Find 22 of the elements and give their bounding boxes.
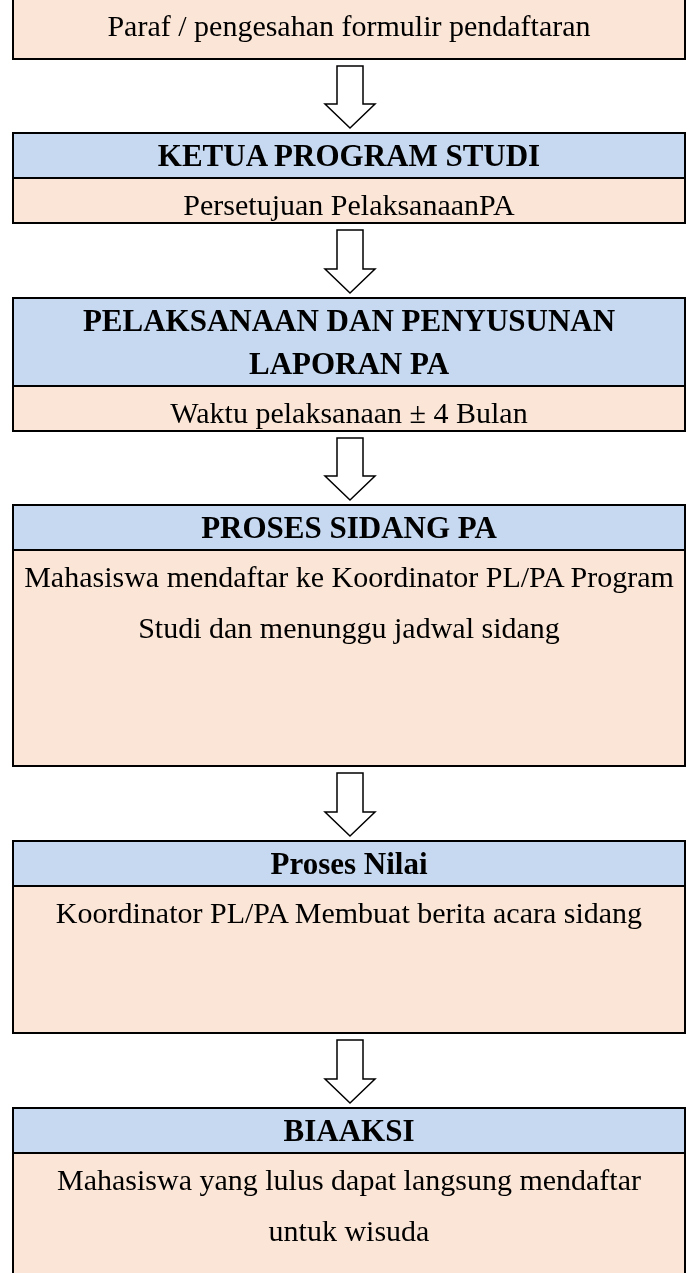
- hollow-arrow: [323, 437, 377, 502]
- step-heading: Proses Nilai: [14, 842, 684, 887]
- step-description: Koordinator PL/PA Membuat berita acara sidang: [54, 895, 644, 931]
- process-box: [12, 1107, 686, 1273]
- hollow-arrow: [323, 65, 377, 130]
- process-box: [12, 504, 686, 767]
- hollow-arrow: [323, 1039, 377, 1105]
- process-box: [12, 297, 686, 432]
- step-heading: PELAKSANAAN DAN PENYUSUNAN LAPORAN PA: [14, 299, 684, 387]
- step-description: Waktu pelaksanaan ± 4 Bulan: [169, 395, 529, 431]
- step-heading: BIAAKSI: [14, 1109, 684, 1154]
- process-box: [12, 840, 686, 1034]
- step-heading: PROSES SIDANG PA: [14, 506, 684, 551]
- hollow-arrow: [323, 229, 377, 295]
- hollow-arrow: [323, 772, 377, 838]
- process-box: [12, 132, 686, 224]
- step-description: Mahasiswa mendaftar ke Koordinator PL/PA Program Studi dan menunggu jadwal sidang: [23, 559, 675, 646]
- step-description: Persetujuan PelaksanaanPA: [182, 187, 516, 223]
- process-box: [12, 0, 686, 60]
- step-description: Paraf / pengesahan formulir pendaftaran: [106, 8, 592, 44]
- step-description: Mahasiswa yang lulus dapat langsung mendaftar untuk wisuda: [56, 1162, 642, 1249]
- step-heading: KETUA PROGRAM STUDI: [14, 134, 684, 179]
